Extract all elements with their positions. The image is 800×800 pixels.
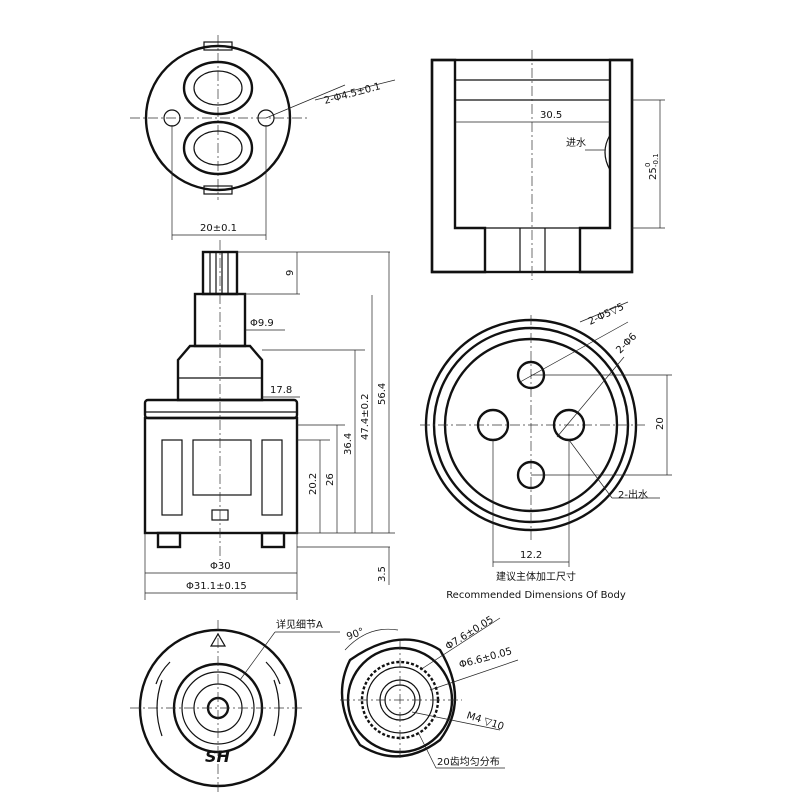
- bottom-view: SH 详见细节A: [130, 618, 340, 795]
- spline-height: 9: [285, 270, 296, 276]
- hole1-label: 2-Φ5▽5: [587, 302, 626, 328]
- outlet-label: 2-出水: [618, 488, 648, 501]
- inner-dia: Φ6.6±0.05: [458, 646, 513, 671]
- holes-label: 2-Φ4.5±0.1: [323, 81, 382, 107]
- logo: SH: [205, 747, 231, 766]
- ring-dia: Φ31.1±0.15: [186, 581, 247, 592]
- detail-label: 详见细节A: [276, 618, 323, 631]
- caption-cn: 建议主体加工尺寸: [496, 570, 576, 583]
- shoulder-dim: 17.8: [270, 385, 292, 396]
- outer-dia: Φ7.6±0.05: [444, 614, 496, 652]
- base-height: 3.5: [377, 566, 388, 582]
- inlet-label: 进水: [566, 137, 586, 149]
- depth-label: 25: [648, 167, 659, 180]
- angle-label: 90°: [345, 626, 365, 642]
- detail-view: 90° Φ7.6±0.05 Φ6.6±0.05 M4 ▽10 20齿均匀分布: [340, 614, 519, 769]
- height-20-2: 20.2: [308, 473, 319, 495]
- depth-tol-upper: 0: [644, 163, 652, 167]
- thread-label: M4 ▽10: [465, 710, 505, 732]
- section-view: 30.5 进水 25 0 -0.1: [430, 50, 665, 280]
- caption-en: Recommended Dimensions Of Body: [446, 590, 626, 601]
- height-36-4: 36.4: [343, 433, 354, 455]
- horizontal-spacing: 12.2: [520, 550, 542, 561]
- teeth-label: 20齿均匀分布: [437, 756, 500, 768]
- depth-tol-lower: -0.1: [652, 153, 660, 167]
- hole2-label: 2-Φ6: [614, 331, 639, 356]
- vertical-spacing: 20: [655, 417, 666, 430]
- shaft-dia: Φ9.9: [250, 318, 274, 329]
- height-56-4: 56.4: [377, 383, 388, 405]
- height-47-4: 47.4±0.2: [360, 393, 371, 440]
- spacing-label: 20±0.1: [200, 223, 237, 234]
- side-view: 9 Φ9.9 17.8 20.2 26 36.4 47.4±0.2 56.4 3…: [143, 240, 395, 600]
- body-view: 2-Φ5▽5 2-Φ6 20 2-出水 12.2 建议主体加工尺寸 Recomm…: [420, 302, 672, 601]
- height-26: 26: [325, 473, 336, 486]
- width-label: 30.5: [540, 110, 562, 121]
- top-view: 2-Φ4.5±0.1 20±0.1: [130, 35, 396, 240]
- body-dia: Φ30: [210, 561, 231, 572]
